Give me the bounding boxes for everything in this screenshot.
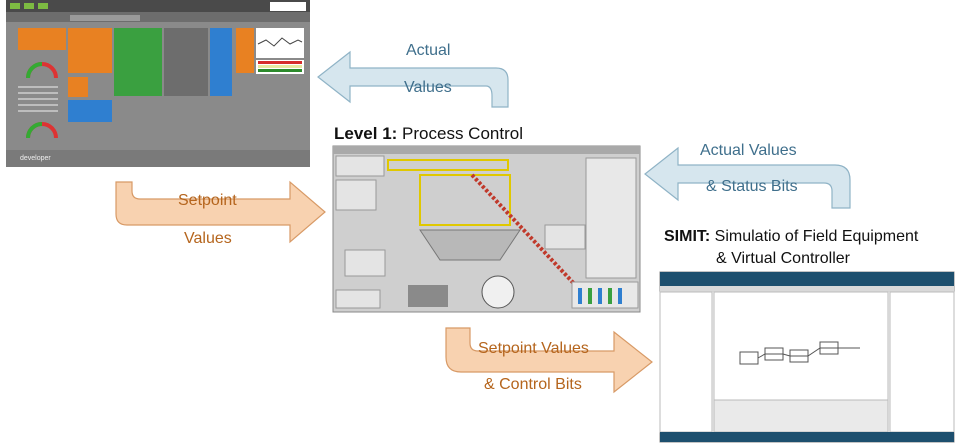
- setpoint-values-label-line1: Setpoint: [178, 192, 237, 209]
- actual-values-label-line1: Actual: [406, 42, 451, 59]
- setpoint-control-label-line2: & Control Bits: [484, 376, 582, 393]
- setpoint-control-arrow: [445, 327, 653, 394]
- dashboard-footer-text: developer: [20, 155, 51, 162]
- simit-title-line2: & Virtual Controller: [716, 250, 850, 267]
- actual-status-label-line1: Actual Values: [700, 142, 797, 159]
- actual-status-label-line2: & Status Bits: [706, 178, 798, 195]
- actual-status-arrow: [644, 146, 851, 209]
- setpoint-values-label-line2: Values: [184, 230, 232, 247]
- actual-values-label-line2: Values: [404, 79, 452, 96]
- level1-title: Level 1: Process Control: [334, 124, 523, 143]
- actual-values-arrow: [317, 50, 509, 108]
- setpoint-values-arrow: [115, 180, 326, 244]
- simit-screenshot: [659, 271, 955, 443]
- simit-title: SIMIT: Simulatio of Field Equipment: [664, 228, 919, 245]
- setpoint-control-label-line1: Setpoint Values: [478, 340, 589, 357]
- dashboard-screenshot: [6, 0, 310, 167]
- hmi-screenshot: [332, 145, 641, 313]
